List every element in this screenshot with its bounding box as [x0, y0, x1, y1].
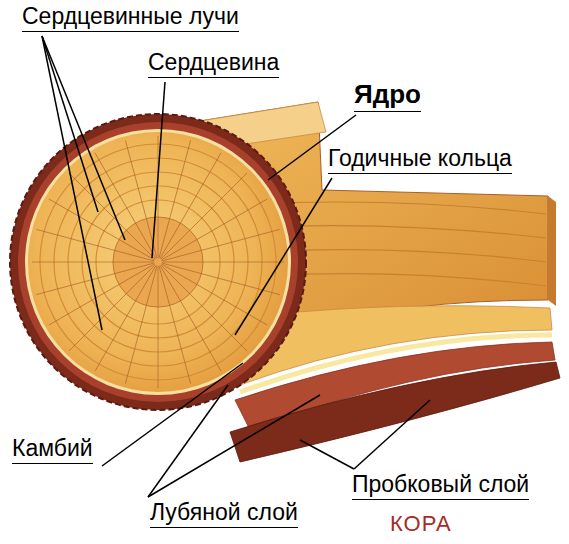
leader-line	[235, 178, 332, 335]
leader-line	[300, 440, 354, 469]
bast-ring	[18, 122, 298, 402]
part-label-slot: Годичные кольца	[328, 146, 512, 174]
part-label: Сердцевина	[148, 50, 279, 75]
medullary-ray	[161, 199, 267, 260]
medullary-ray	[95, 265, 156, 371]
part-label: Пробковый слой	[352, 472, 529, 497]
leader-line	[42, 36, 125, 240]
medullary-ray	[161, 264, 267, 325]
leader-line	[42, 36, 102, 330]
part-label-slot: Сердцевинные лучи	[22, 4, 239, 32]
part-label: КОРА	[390, 512, 452, 536]
medullary-ray	[125, 140, 157, 258]
medullary-ray	[162, 229, 280, 261]
medullary-ray	[158, 136, 159, 258]
leader-lines	[42, 36, 430, 497]
part-label: Лубяной слой	[150, 500, 298, 525]
cork-strip	[230, 362, 560, 462]
part-label: Годичные кольца	[328, 146, 512, 171]
part-label-slot: Камбий	[12, 436, 93, 464]
medullary-ray	[32, 262, 154, 263]
leader-line	[42, 36, 98, 212]
leader-line	[152, 82, 165, 258]
leader-line	[148, 385, 228, 497]
medullary-ray	[49, 199, 155, 260]
medullary-ray	[36, 229, 154, 261]
part-label-slot: Сердцевина	[148, 50, 279, 78]
medullary-ray	[159, 140, 191, 258]
medullary-ray	[162, 262, 284, 263]
part-label-slot: Ядро	[354, 80, 421, 112]
bark-ring	[10, 114, 306, 410]
medullary-ray	[160, 153, 221, 259]
leader-line	[148, 395, 320, 497]
part-label-slot: Лубяной слой	[150, 500, 298, 528]
medullary-ray	[160, 265, 221, 371]
medullary-ray	[158, 266, 159, 388]
part-label: Сердцевинные лучи	[22, 4, 239, 29]
part-label: Ядро	[354, 80, 421, 109]
part-label-slot: Пробковый слой	[352, 472, 529, 500]
leader-line	[354, 400, 430, 469]
leader-line	[102, 363, 243, 466]
medullary-ray	[49, 264, 155, 325]
medullary-ray	[69, 173, 155, 259]
part-label: Камбий	[12, 436, 93, 461]
medullary-ray	[125, 266, 157, 384]
medullary-ray	[95, 153, 156, 259]
block-end-face	[548, 196, 556, 306]
medullary-ray	[36, 263, 154, 295]
medullary-ray	[159, 266, 191, 384]
medullary-ray	[161, 173, 247, 259]
part-label-slot: КОРА	[390, 512, 452, 538]
medullary-ray	[69, 265, 155, 351]
medullary-ray	[161, 265, 247, 351]
